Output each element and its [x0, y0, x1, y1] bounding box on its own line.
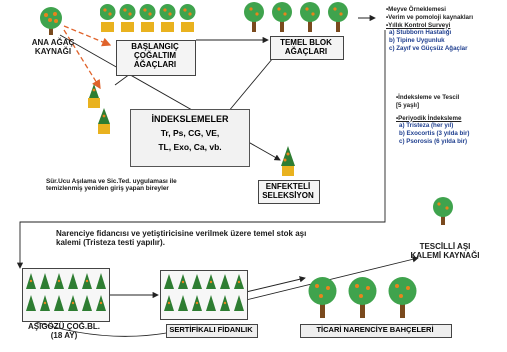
side-top-b: b) Tipine Uygunluk [389, 37, 445, 44]
indeks-line2: TL, Exo, Ca, vb. [158, 142, 222, 152]
box-indeksleme: İNDEKSLEMELER Tr, Ps, CG, VE, TL, Exo, C… [130, 109, 250, 167]
tree-ana-agac [36, 6, 66, 41]
trees-temel-blok [244, 0, 360, 39]
side-bottom-c: c) Psorosis (6 yılda bir) [399, 137, 468, 145]
arrow-indeks-to-temel [227, 51, 279, 113]
side-notes-top: •Meyve Örneklemesi •Verim ve pomoloji ka… [386, 6, 473, 53]
side-top-c: c) Zayıf ve Güçsüz Ağaçlar [389, 44, 468, 52]
box-temel-blok [270, 36, 344, 60]
label-sertifikali: SERTİFİKALI FİDANLIK [169, 325, 253, 334]
tree-tescilli [430, 196, 456, 231]
side-bottom-a: a) Tristeza (her yıl) [399, 122, 454, 130]
side-bottom-l3: •Periyodik İndeksleme [396, 114, 462, 122]
label-asigozu: AŞIGÖZÜ ÇOĞ.BL. (18 AY) [28, 322, 100, 341]
side-bottom-b: b) Exocortis (3 yılda bir) [399, 130, 470, 137]
indeks-title: İNDEKSLEMELER [151, 114, 229, 124]
side-top-l2: •Verim ve pomoloji kaynakları [386, 13, 474, 21]
side-bottom-l1: •İndeksleme ve Tescil [396, 94, 460, 101]
trees-asigozu [26, 273, 106, 311]
trees-sertifikali [164, 274, 244, 311]
box-asigozu [22, 268, 110, 322]
side-bottom-l2: [5 yaşlı] [396, 101, 420, 109]
box-ticari-label [300, 324, 452, 338]
note-narenciye: Narenciye fidancısı ve yetiştiricisine v… [56, 229, 307, 248]
label-baslangic: BAŞLANGIÇ ÇOĞALTIM AĞAÇLARI [131, 42, 179, 70]
label-enfekteli: ENFEKTELİ SELEKSİYON [262, 182, 314, 201]
indeks-line1: Tr, Ps, CG, VE, [160, 128, 220, 138]
tree-enfekteli [276, 144, 300, 183]
label-ticari: TİCARİ NARENCİYE BAHÇELERİ [316, 325, 434, 334]
side-top-l1: •Meyve Örneklemesi [386, 6, 446, 13]
label-tescilli: TESCİLLİ AŞI KALEMİ KAYNAĞI [410, 242, 480, 261]
label-ana-agac: ANA AĞAÇ KAYNAĞI [31, 38, 75, 57]
trees-ticari [306, 276, 426, 325]
side-notes-bottom: •İndeksleme ve Tescil [5 yaşlı] •Periyod… [396, 94, 469, 146]
box-enfekteli [258, 180, 320, 204]
trees-small-potted [84, 82, 124, 143]
label-temel-blok: TEMEL BLOK AĞAÇLARI [280, 38, 332, 57]
box-sertifikali-label [166, 324, 258, 338]
side-top-l3: •Yıllık Kontrol Surveyi [386, 21, 451, 29]
note-sur-ucu: Sür.Ucu Aşılama ve Sic.Ted. uygulaması i… [46, 178, 177, 193]
box-sertifikali [160, 270, 248, 320]
arrow-sertifikali-to-ticari [245, 276, 306, 293]
box-baslangic [116, 40, 196, 76]
trees-baslangic [99, 2, 198, 39]
side-top-a: a) Stubborn Hastalığı [389, 29, 452, 37]
